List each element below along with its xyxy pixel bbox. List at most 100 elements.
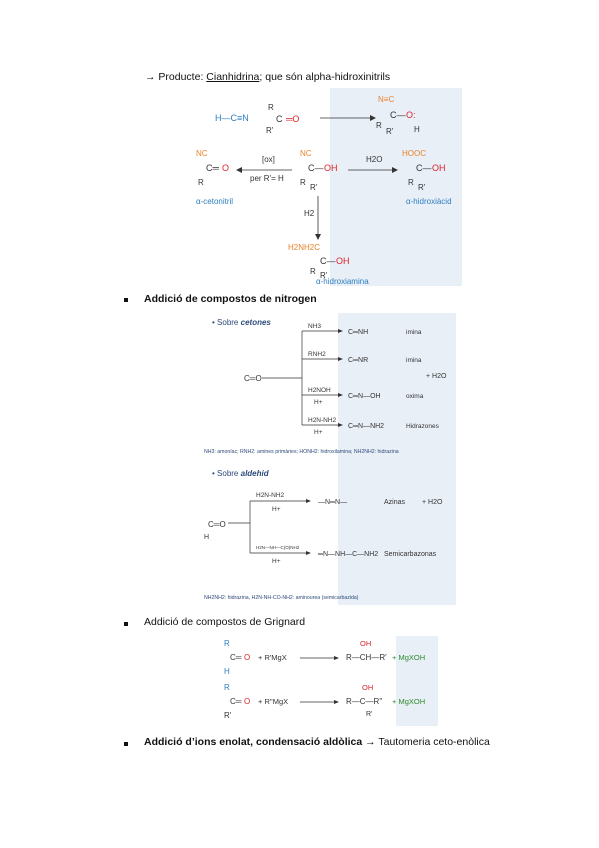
svg-text:C═O: C═O bbox=[208, 520, 226, 529]
svg-text:R: R bbox=[224, 683, 230, 692]
product-left: α-cetonitril bbox=[196, 197, 233, 206]
svg-text:C: C bbox=[276, 114, 283, 124]
ketones-footnote: NH3: amoníac; RNH2: amines primàries; HO… bbox=[204, 449, 399, 455]
svg-text:R: R bbox=[310, 267, 316, 276]
ketone-reagent: RNH2 bbox=[308, 351, 326, 358]
svg-text:R': R' bbox=[310, 183, 318, 192]
svg-text:H: H bbox=[224, 667, 230, 676]
intro-arrow: → Producte: bbox=[145, 71, 207, 83]
ketones-header: • Sobre cetones bbox=[212, 318, 271, 327]
grignard-product-2: R—C—R'' bbox=[346, 697, 383, 706]
ketone-product: C═N—NH2 bbox=[348, 423, 384, 430]
svg-text:═O: ═O bbox=[285, 114, 299, 124]
intro-rest: ; que són alpha-hidroxinitrils bbox=[259, 71, 391, 83]
ox-label: [ox] bbox=[262, 155, 275, 164]
svg-text:C═: C═ bbox=[230, 653, 242, 662]
svg-text:NC: NC bbox=[300, 149, 312, 158]
svg-text:O: O bbox=[244, 697, 250, 706]
section-nitrogen: Addició de compostos de nitrogen bbox=[144, 293, 317, 305]
water-label: H2O bbox=[366, 155, 382, 164]
svg-text:OH: OH bbox=[336, 256, 350, 266]
ketone-product-name: oxima bbox=[406, 393, 424, 400]
ketone-product-name: imina bbox=[406, 329, 422, 336]
carbonyl-top: R bbox=[268, 103, 274, 112]
svg-text:C—: C— bbox=[390, 110, 406, 120]
svg-text:R: R bbox=[376, 121, 382, 130]
hcn-reagent: H—C≡N bbox=[215, 113, 249, 123]
product-bottom: α-hidroxiamina bbox=[316, 277, 369, 286]
ketone-product: C═NH bbox=[348, 329, 368, 336]
svg-text:C═: C═ bbox=[206, 163, 219, 173]
aldehyde-product: Azinas bbox=[384, 499, 406, 506]
grignard-byproduct-2: + MgXOH bbox=[392, 697, 425, 706]
ketone-reagent: H2N-NH2 bbox=[308, 417, 337, 424]
ketone-product-name: Hidrazones bbox=[406, 423, 440, 430]
svg-text:R: R bbox=[224, 639, 230, 648]
intro-term: Cianhidrina bbox=[206, 71, 260, 83]
h2-label: H2 bbox=[304, 209, 315, 218]
grignard-product-1: R—CH—R' bbox=[346, 653, 387, 662]
svg-text:OH: OH bbox=[362, 683, 373, 692]
grignard-figure: R C═ O H + R'MgX OH R—CH—R' + MgXOH R C═… bbox=[224, 636, 438, 726]
bullet-2 bbox=[124, 622, 128, 626]
water-note: + H2O bbox=[426, 373, 447, 380]
svg-text:R: R bbox=[198, 178, 204, 187]
aldehyde-condition: H+ bbox=[272, 506, 281, 513]
figure-background bbox=[330, 88, 462, 286]
svg-text:C—: C— bbox=[320, 256, 336, 266]
svg-text:═N—NH—C—NH2: ═N—NH—C—NH2 bbox=[317, 551, 378, 558]
grignard-reagent-1: + R'MgX bbox=[258, 653, 287, 662]
ketone-condition: H+ bbox=[314, 429, 323, 436]
aldehyde-product: Semicarbazonas bbox=[384, 551, 437, 558]
aldehyde-condition: H+ bbox=[272, 558, 281, 565]
svg-text:R': R' bbox=[320, 271, 328, 280]
svg-text:OH: OH bbox=[360, 639, 371, 648]
svg-text:—N═N—: —N═N— bbox=[318, 499, 347, 506]
svg-text:R': R' bbox=[366, 711, 372, 718]
grignard-byproduct-1: + MgXOH bbox=[392, 653, 425, 662]
product-right: α-hidroxiàcid bbox=[406, 197, 452, 206]
right-group: HOOC bbox=[402, 149, 426, 158]
figure-background bbox=[396, 636, 438, 726]
top-product-group: N≡C bbox=[378, 95, 394, 104]
ald-footnote: NH2NH2: hidrazina, H2N-NH-CO-NH2: aminou… bbox=[204, 595, 359, 601]
svg-text:OH: OH bbox=[324, 163, 338, 173]
svg-text:C═O: C═O bbox=[244, 374, 262, 383]
intro-line: → Producte: Cianhidrina; que són alpha-h… bbox=[145, 71, 390, 83]
ox-condition: per R'= H bbox=[250, 174, 284, 183]
section-enolate: Addició d’ions enolat, condensació aldòl… bbox=[144, 736, 490, 748]
figure-background bbox=[338, 313, 456, 605]
aldehyde-reagent: H2N—NH—C(O)NH2 bbox=[256, 545, 300, 550]
grignard-reagent-2: + R''MgX bbox=[258, 697, 288, 706]
svg-text:C—: C— bbox=[416, 163, 432, 173]
aldehyde-extra: + H2O bbox=[422, 499, 443, 506]
svg-text:R: R bbox=[300, 178, 306, 187]
svg-text:H: H bbox=[414, 125, 420, 134]
bullet-1 bbox=[124, 298, 128, 302]
section-grignard: Addició de compostos de Grignard bbox=[144, 616, 306, 628]
ketone-product: C═NR bbox=[348, 357, 368, 364]
svg-text:H: H bbox=[204, 534, 209, 541]
ketone-reagent: H2NOH bbox=[308, 387, 331, 394]
aldehyde-header: • Sobre aldehid bbox=[212, 469, 270, 478]
svg-text:OH: OH bbox=[432, 163, 446, 173]
svg-text:R': R' bbox=[386, 127, 394, 136]
section-enolate-bold: Addició d’ions enolat, condensació aldòl… bbox=[144, 736, 376, 748]
cyanohydrin-figure: H—C≡N R C ═O R' N≡C C— O: R R' H NC C═ O… bbox=[196, 88, 462, 286]
ketone-product-name: imina bbox=[406, 357, 422, 364]
aldehyde-reagent: H2N-NH2 bbox=[256, 492, 285, 499]
svg-text:R': R' bbox=[418, 183, 426, 192]
ketone-condition: H+ bbox=[314, 399, 323, 406]
ketone-product: C═N—OH bbox=[348, 393, 381, 400]
svg-text:C═: C═ bbox=[230, 697, 242, 706]
bullet-3 bbox=[124, 742, 128, 746]
svg-text:O: O bbox=[244, 653, 250, 662]
svg-text:O: O bbox=[222, 163, 229, 173]
ketone-reagent: NH3 bbox=[308, 323, 321, 330]
left-group: NC bbox=[196, 149, 208, 158]
bottom-group: H2NH2C bbox=[288, 243, 320, 252]
svg-text:O:: O: bbox=[406, 110, 416, 120]
svg-text:R': R' bbox=[224, 711, 232, 720]
svg-text:R: R bbox=[408, 178, 414, 187]
